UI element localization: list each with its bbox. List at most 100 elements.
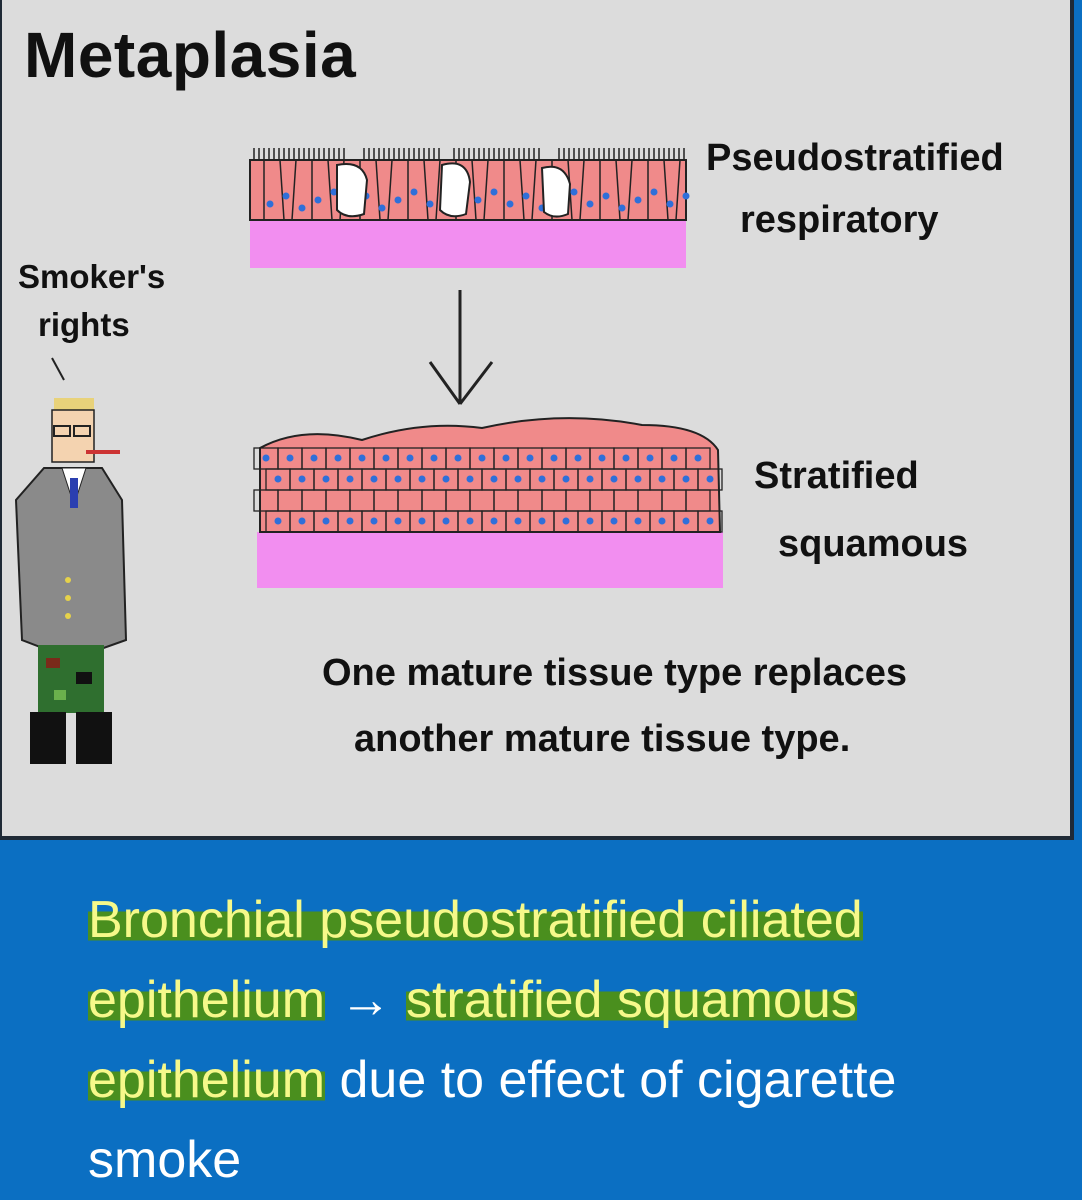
nucleus <box>382 454 390 462</box>
nucleus <box>330 188 338 196</box>
nucleus <box>346 517 354 525</box>
nucleus <box>682 475 690 483</box>
nucleus <box>478 454 486 462</box>
pseudostratified-tissue <box>249 148 690 268</box>
basement-membrane-bottom <box>257 532 723 588</box>
camo-pants <box>38 645 104 713</box>
nucleus <box>706 517 714 525</box>
nucleus <box>282 192 290 200</box>
goblet-cell-3 <box>540 165 572 218</box>
desc-part4: epithelium <box>88 1051 326 1109</box>
nucleus <box>442 475 450 483</box>
description-text: Bronchial pseudostratified ciliated epit… <box>88 880 1078 1200</box>
desc-arrow: → <box>339 971 392 1029</box>
nucleus <box>598 454 606 462</box>
goblet-cell-2 <box>438 162 472 218</box>
nucleus <box>682 192 690 200</box>
nucleus <box>602 192 610 200</box>
nucleus <box>466 517 474 525</box>
right-boot <box>76 712 112 764</box>
nucleus <box>394 475 402 483</box>
nucleus <box>634 475 642 483</box>
squamous-cells <box>253 447 723 533</box>
caption-line2: another mature tissue type. <box>354 718 851 760</box>
nucleus <box>298 475 306 483</box>
cell-wall <box>291 159 297 221</box>
nucleus <box>426 200 434 208</box>
cell-wall <box>435 159 441 221</box>
cell-wall <box>387 159 393 221</box>
nucleus <box>334 454 342 462</box>
nucleus <box>410 188 418 196</box>
nucleus <box>394 517 402 525</box>
smoker-figure <box>14 357 128 764</box>
desc-part2: epithelium <box>88 971 326 1029</box>
label-pseudostratified: Pseudostratified <box>706 137 1004 179</box>
stratified-squamous-tissue <box>253 417 723 588</box>
cilia-row <box>253 148 685 160</box>
squamous-layer <box>259 417 722 533</box>
nucleus <box>370 475 378 483</box>
nucleus <box>634 196 642 204</box>
cell-wall <box>327 159 333 221</box>
basement-membrane-top <box>250 220 686 268</box>
nucleus <box>370 517 378 525</box>
nucleus <box>430 454 438 462</box>
cell-wall <box>579 159 585 221</box>
nucleus <box>454 454 462 462</box>
nucleus <box>610 517 618 525</box>
nucleus <box>650 188 658 196</box>
label-smokers: Smoker's <box>18 258 166 295</box>
nucleus <box>586 517 594 525</box>
nucleus <box>502 454 510 462</box>
nucleus <box>586 200 594 208</box>
label-respiratory: respiratory <box>740 199 939 241</box>
desc-part6: smoke <box>88 1131 242 1189</box>
diagram-caption: One mature tissue type replaces another … <box>322 640 1002 772</box>
nucleus <box>490 188 498 196</box>
nucleus <box>570 188 578 196</box>
nucleus <box>670 454 678 462</box>
nucleus <box>490 475 498 483</box>
left-boot <box>30 712 66 764</box>
down-arrow <box>428 290 494 405</box>
desc-part3: stratified squamous <box>405 971 857 1029</box>
label-rights: rights <box>38 306 130 343</box>
cell-wall <box>663 159 669 221</box>
nucleus <box>314 196 322 204</box>
nucleus <box>522 192 530 200</box>
cell-wall <box>279 159 285 221</box>
label-stratified: Stratified <box>754 455 919 497</box>
nucleus <box>262 454 270 462</box>
nucleus <box>586 475 594 483</box>
nucleus <box>526 454 534 462</box>
nucleus <box>274 517 282 525</box>
nucleus <box>406 454 414 462</box>
nucleus <box>622 454 630 462</box>
diagram-panel: Metaplasia <box>0 0 1074 840</box>
nucleus <box>618 204 626 212</box>
nucleus <box>442 517 450 525</box>
nucleus <box>658 517 666 525</box>
nucleus <box>506 200 514 208</box>
nucleus <box>562 475 570 483</box>
nucleus <box>310 454 318 462</box>
nucleus <box>646 454 654 462</box>
hair <box>54 398 94 412</box>
nucleus <box>322 475 330 483</box>
nucleus <box>418 475 426 483</box>
cell-wall <box>519 159 525 221</box>
desc-part1: Bronchial pseudostratified ciliated <box>88 891 863 949</box>
nucleus <box>394 196 402 204</box>
nucleus <box>538 475 546 483</box>
nucleus <box>514 475 522 483</box>
nucleus <box>610 475 618 483</box>
nucleus <box>550 454 558 462</box>
caption-line1: One mature tissue type replaces <box>322 652 908 694</box>
nucleus <box>266 200 274 208</box>
columnar-layer <box>249 159 687 221</box>
nucleus <box>378 204 386 212</box>
nucleus <box>694 454 702 462</box>
nucleus <box>474 196 482 204</box>
